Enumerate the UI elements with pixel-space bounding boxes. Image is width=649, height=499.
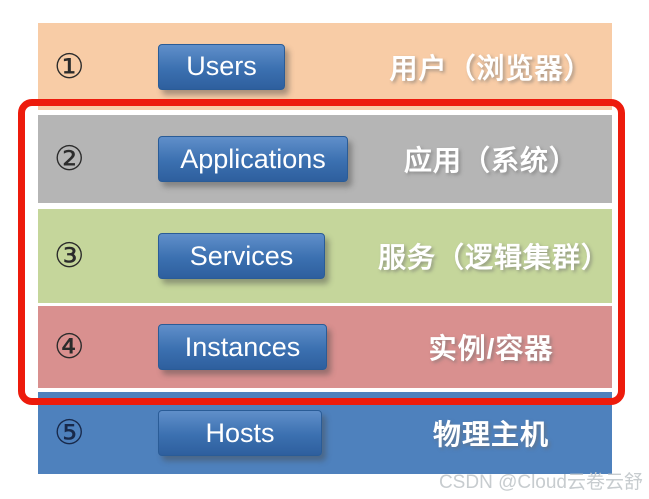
layer-row-hosts: ⑤ Hosts 物理主机 (38, 392, 612, 474)
circled-number-1: ① (54, 46, 85, 87)
watermark: CSDN @Cloud云卷云舒 (438, 472, 643, 493)
circled-number-2: ② (54, 139, 85, 179)
layer-row-users: ① Users 用户（浏览器） (38, 23, 612, 110)
hosts-button: Hosts (158, 410, 322, 456)
circled-number-3: ③ (54, 236, 85, 276)
applications-caption: 应用（系统） (403, 145, 578, 176)
services-caption: 服务（逻辑集群） (378, 242, 611, 273)
layer-row-instances: ④ Instances 实例/容器 (38, 306, 612, 388)
layer-row-applications: ② Applications 应用（系统） (38, 115, 612, 203)
instances-caption: 实例/容器 (428, 333, 554, 364)
instances-button: Instances (158, 324, 327, 370)
layer-row-services: ③ Services 服务（逻辑集群） (38, 209, 612, 303)
hosts-caption: 物理主机 (432, 419, 549, 450)
services-button: Services (158, 233, 325, 279)
users-caption: 用户（浏览器） (389, 52, 593, 84)
users-button: Users (158, 43, 285, 90)
circled-number-4: ④ (54, 327, 85, 367)
applications-button: Applications (158, 136, 348, 182)
circled-number-5: ⑤ (54, 413, 85, 453)
